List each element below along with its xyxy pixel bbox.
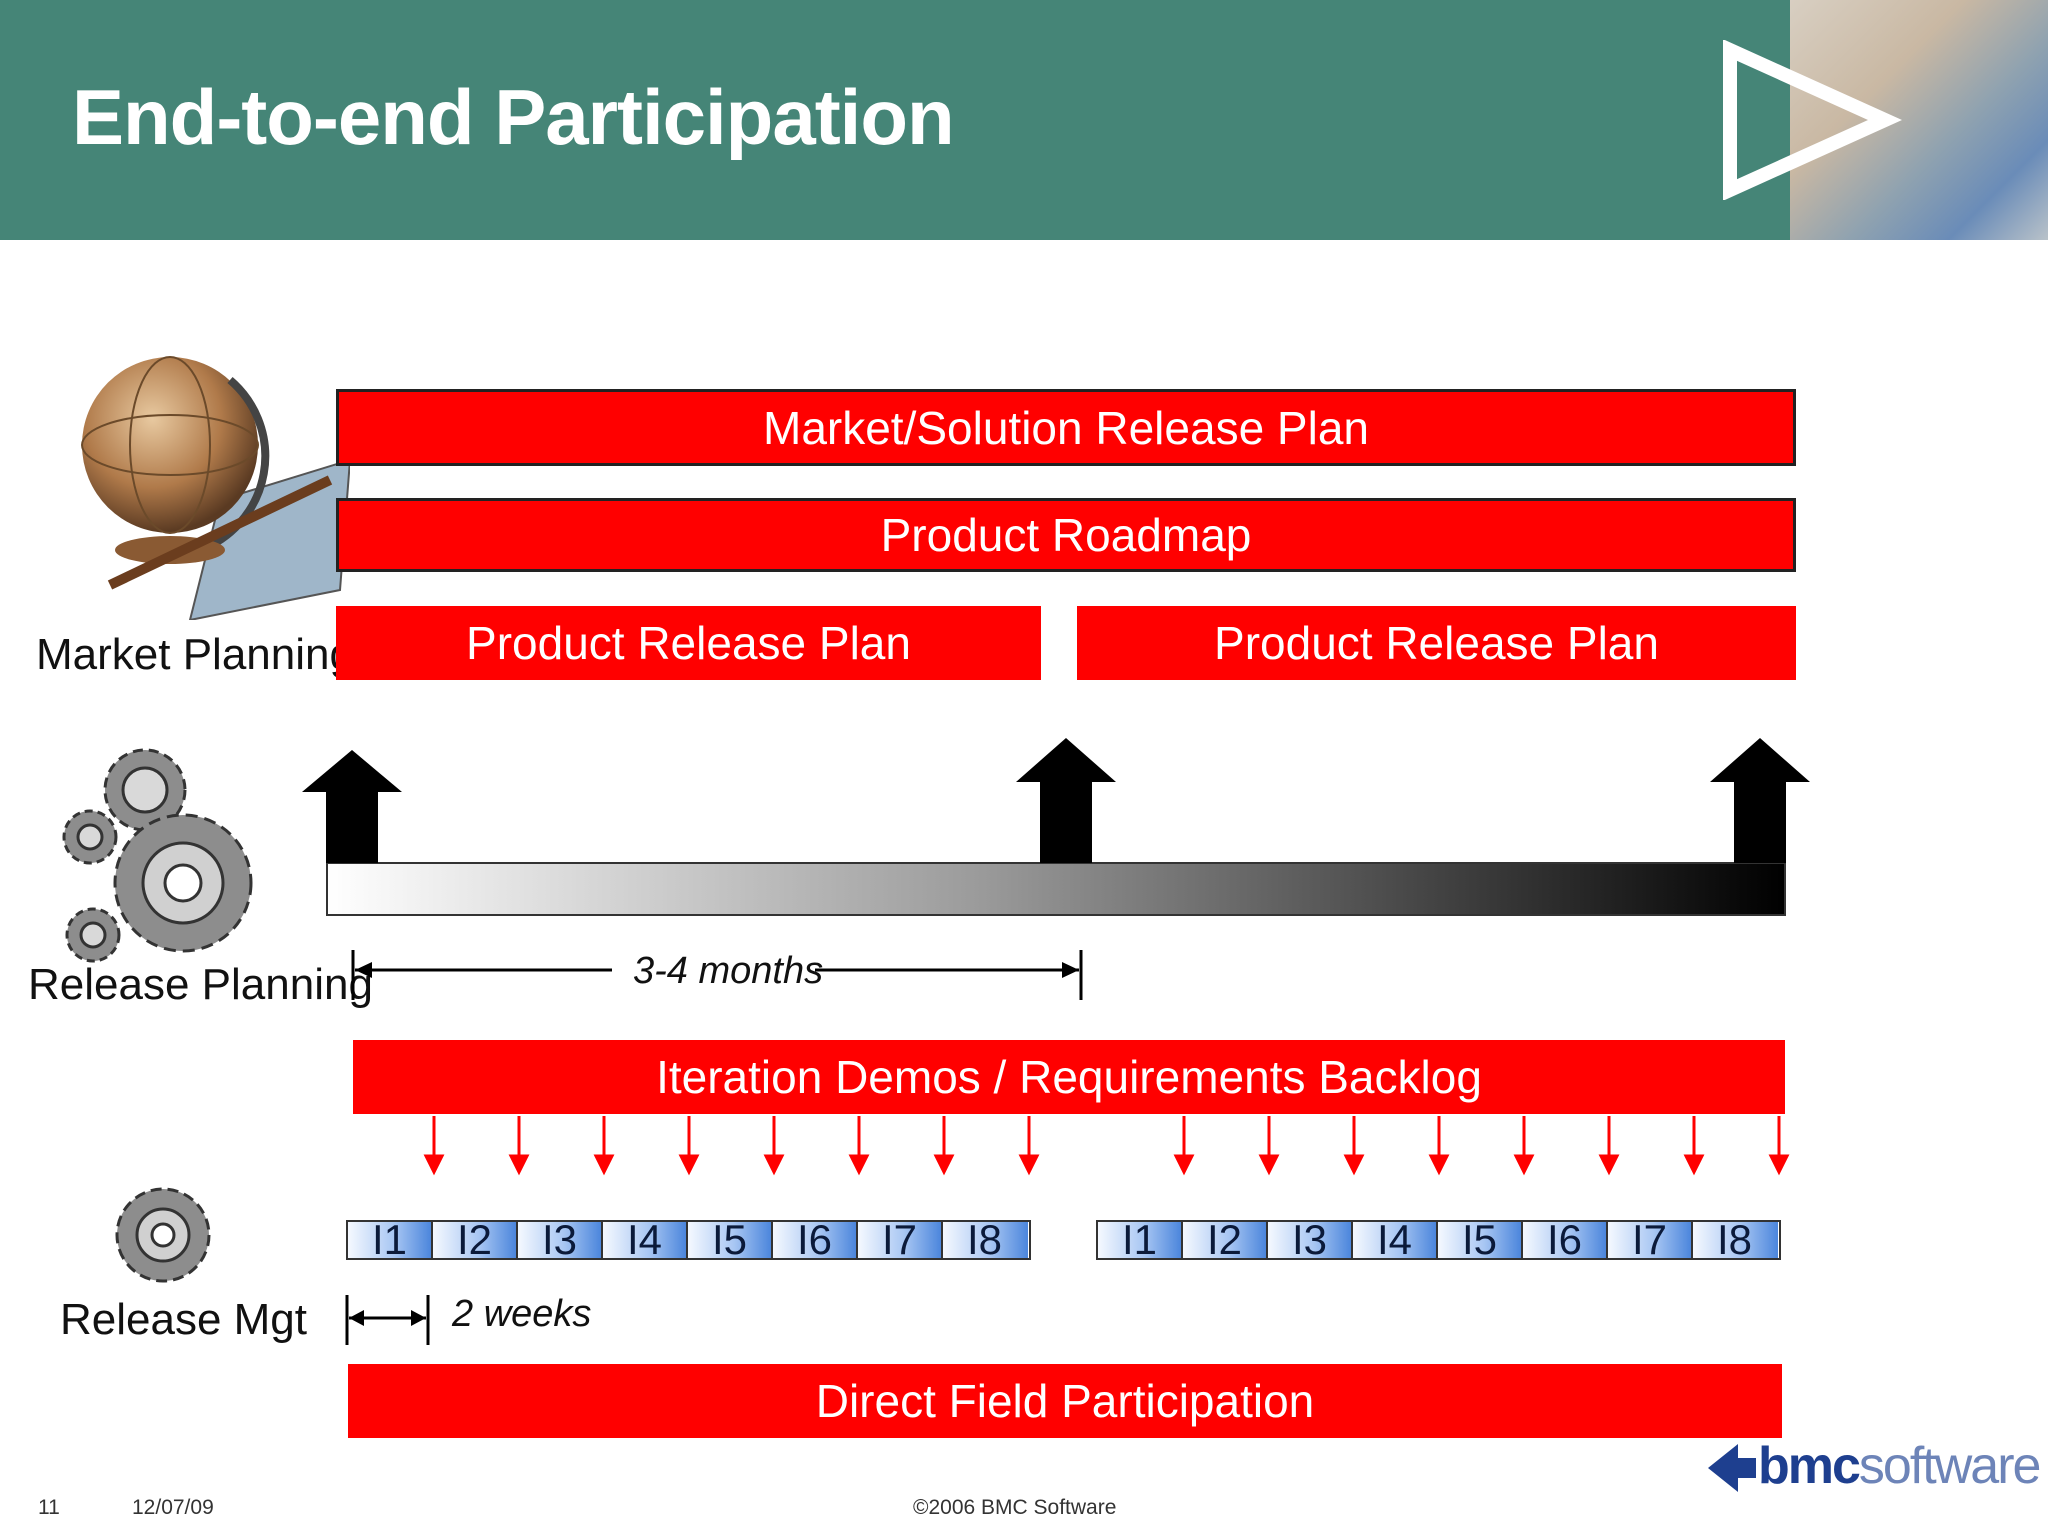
timeline-gradient-bar — [326, 862, 1786, 916]
iteration-cell: I6 — [1523, 1219, 1608, 1261]
gears-icon — [62, 748, 253, 963]
header-photo — [1790, 0, 2048, 240]
iteration-cell: I4 — [603, 1219, 688, 1261]
down-arrow-icon — [848, 1154, 870, 1176]
play-arrow-icon — [1723, 40, 1903, 200]
market-solution-release-plan-bar: Market/Solution Release Plan — [336, 389, 1796, 466]
up-arrow-icon — [302, 750, 402, 863]
logo-light: software — [1858, 1437, 2042, 1495]
iteration-cell: I8 — [1693, 1219, 1778, 1261]
product-release-plan-text-1: Product Release Plan — [466, 617, 911, 669]
iteration-cell: I6 — [773, 1219, 858, 1261]
copyright: ©2006 BMC Software — [913, 1496, 1117, 1519]
down-arrow-icon — [763, 1154, 785, 1176]
product-release-plan-text-2: Product Release Plan — [1214, 617, 1659, 669]
slide-date: 12/07/09 — [132, 1496, 214, 1519]
down-arrow-icon — [1513, 1154, 1535, 1176]
up-arrow-icon — [1710, 738, 1810, 863]
bmc-logo: bmcsoftware — [1758, 1436, 2042, 1496]
iteration-cell: I4 — [1353, 1219, 1438, 1261]
down-arrow-icon — [1173, 1154, 1195, 1176]
release-timeline — [302, 738, 1810, 916]
iteration-row-2: I1 I2 I3 I4 I5 I6 I7 I8 — [1096, 1219, 1781, 1261]
down-arrow-icon — [1343, 1154, 1365, 1176]
iteration-row-1: I1 I2 I3 I4 I5 I6 I7 I8 — [346, 1219, 1031, 1261]
product-release-plan-bar-1: Product Release Plan — [336, 606, 1041, 680]
down-arrow-icon — [1018, 1154, 1040, 1176]
release-cycle-label: 3-4 months — [633, 950, 824, 992]
up-arrow-icon — [1016, 738, 1116, 863]
release-mgt-label: Release Mgt — [60, 1295, 308, 1344]
iteration-length-label: 2 weeks — [452, 1293, 592, 1335]
iteration-cell: I5 — [1438, 1219, 1523, 1261]
down-arrow-icon — [678, 1154, 700, 1176]
down-arrow-icon — [1258, 1154, 1280, 1176]
bmc-logo-icon — [1708, 1444, 1756, 1492]
iteration-cell: I3 — [1268, 1219, 1353, 1261]
header-band — [0, 0, 2048, 240]
iteration-demos-bar: Iteration Demos / Requirements Backlog — [353, 1040, 1785, 1114]
iteration-cell: I2 — [1183, 1219, 1268, 1261]
iteration-demos-text: Iteration Demos / Requirements Backlog — [656, 1051, 1482, 1103]
direct-field-participation-text: Direct Field Participation — [815, 1375, 1315, 1427]
down-arrow-icon — [933, 1154, 955, 1176]
down-arrow-icon — [423, 1154, 445, 1176]
iteration-cell: I3 — [518, 1219, 603, 1261]
release-cycle-dimension — [351, 950, 1083, 1000]
down-arrow-icon — [508, 1154, 530, 1176]
logo-bold: bmc — [1758, 1437, 1861, 1495]
iteration-length-dimension — [345, 1295, 430, 1345]
iteration-cell: I7 — [1608, 1219, 1693, 1261]
slide-number: 11 — [38, 1496, 60, 1519]
iteration-cell: I1 — [1098, 1219, 1183, 1261]
down-arrow-icon — [1768, 1154, 1790, 1176]
down-arrow-icon — [1428, 1154, 1450, 1176]
globe-icon — [81, 356, 350, 620]
down-arrow-icon — [593, 1154, 615, 1176]
market-solution-release-plan-text: Market/Solution Release Plan — [763, 401, 1369, 454]
iteration-cell: I8 — [943, 1219, 1028, 1261]
direct-field-participation-bar: Direct Field Participation — [348, 1364, 1782, 1438]
market-planning-label: Market Planning — [36, 630, 354, 679]
product-release-plan-bar-2: Product Release Plan — [1077, 606, 1796, 680]
slide-title: End-to-end Participation — [72, 73, 955, 161]
gear-icon — [115, 1187, 211, 1283]
backlog-feed-arrows — [423, 1116, 1790, 1176]
release-planning-label: Release Planning — [28, 960, 373, 1009]
down-arrow-icon — [1683, 1154, 1705, 1176]
iteration-cell: I2 — [433, 1219, 518, 1261]
product-roadmap-text: Product Roadmap — [880, 509, 1252, 561]
iteration-cell: I1 — [348, 1219, 433, 1261]
iteration-cell: I5 — [688, 1219, 773, 1261]
iteration-cell: I7 — [858, 1219, 943, 1261]
product-roadmap-bar: Product Roadmap — [336, 498, 1796, 572]
down-arrow-icon — [1598, 1154, 1620, 1176]
